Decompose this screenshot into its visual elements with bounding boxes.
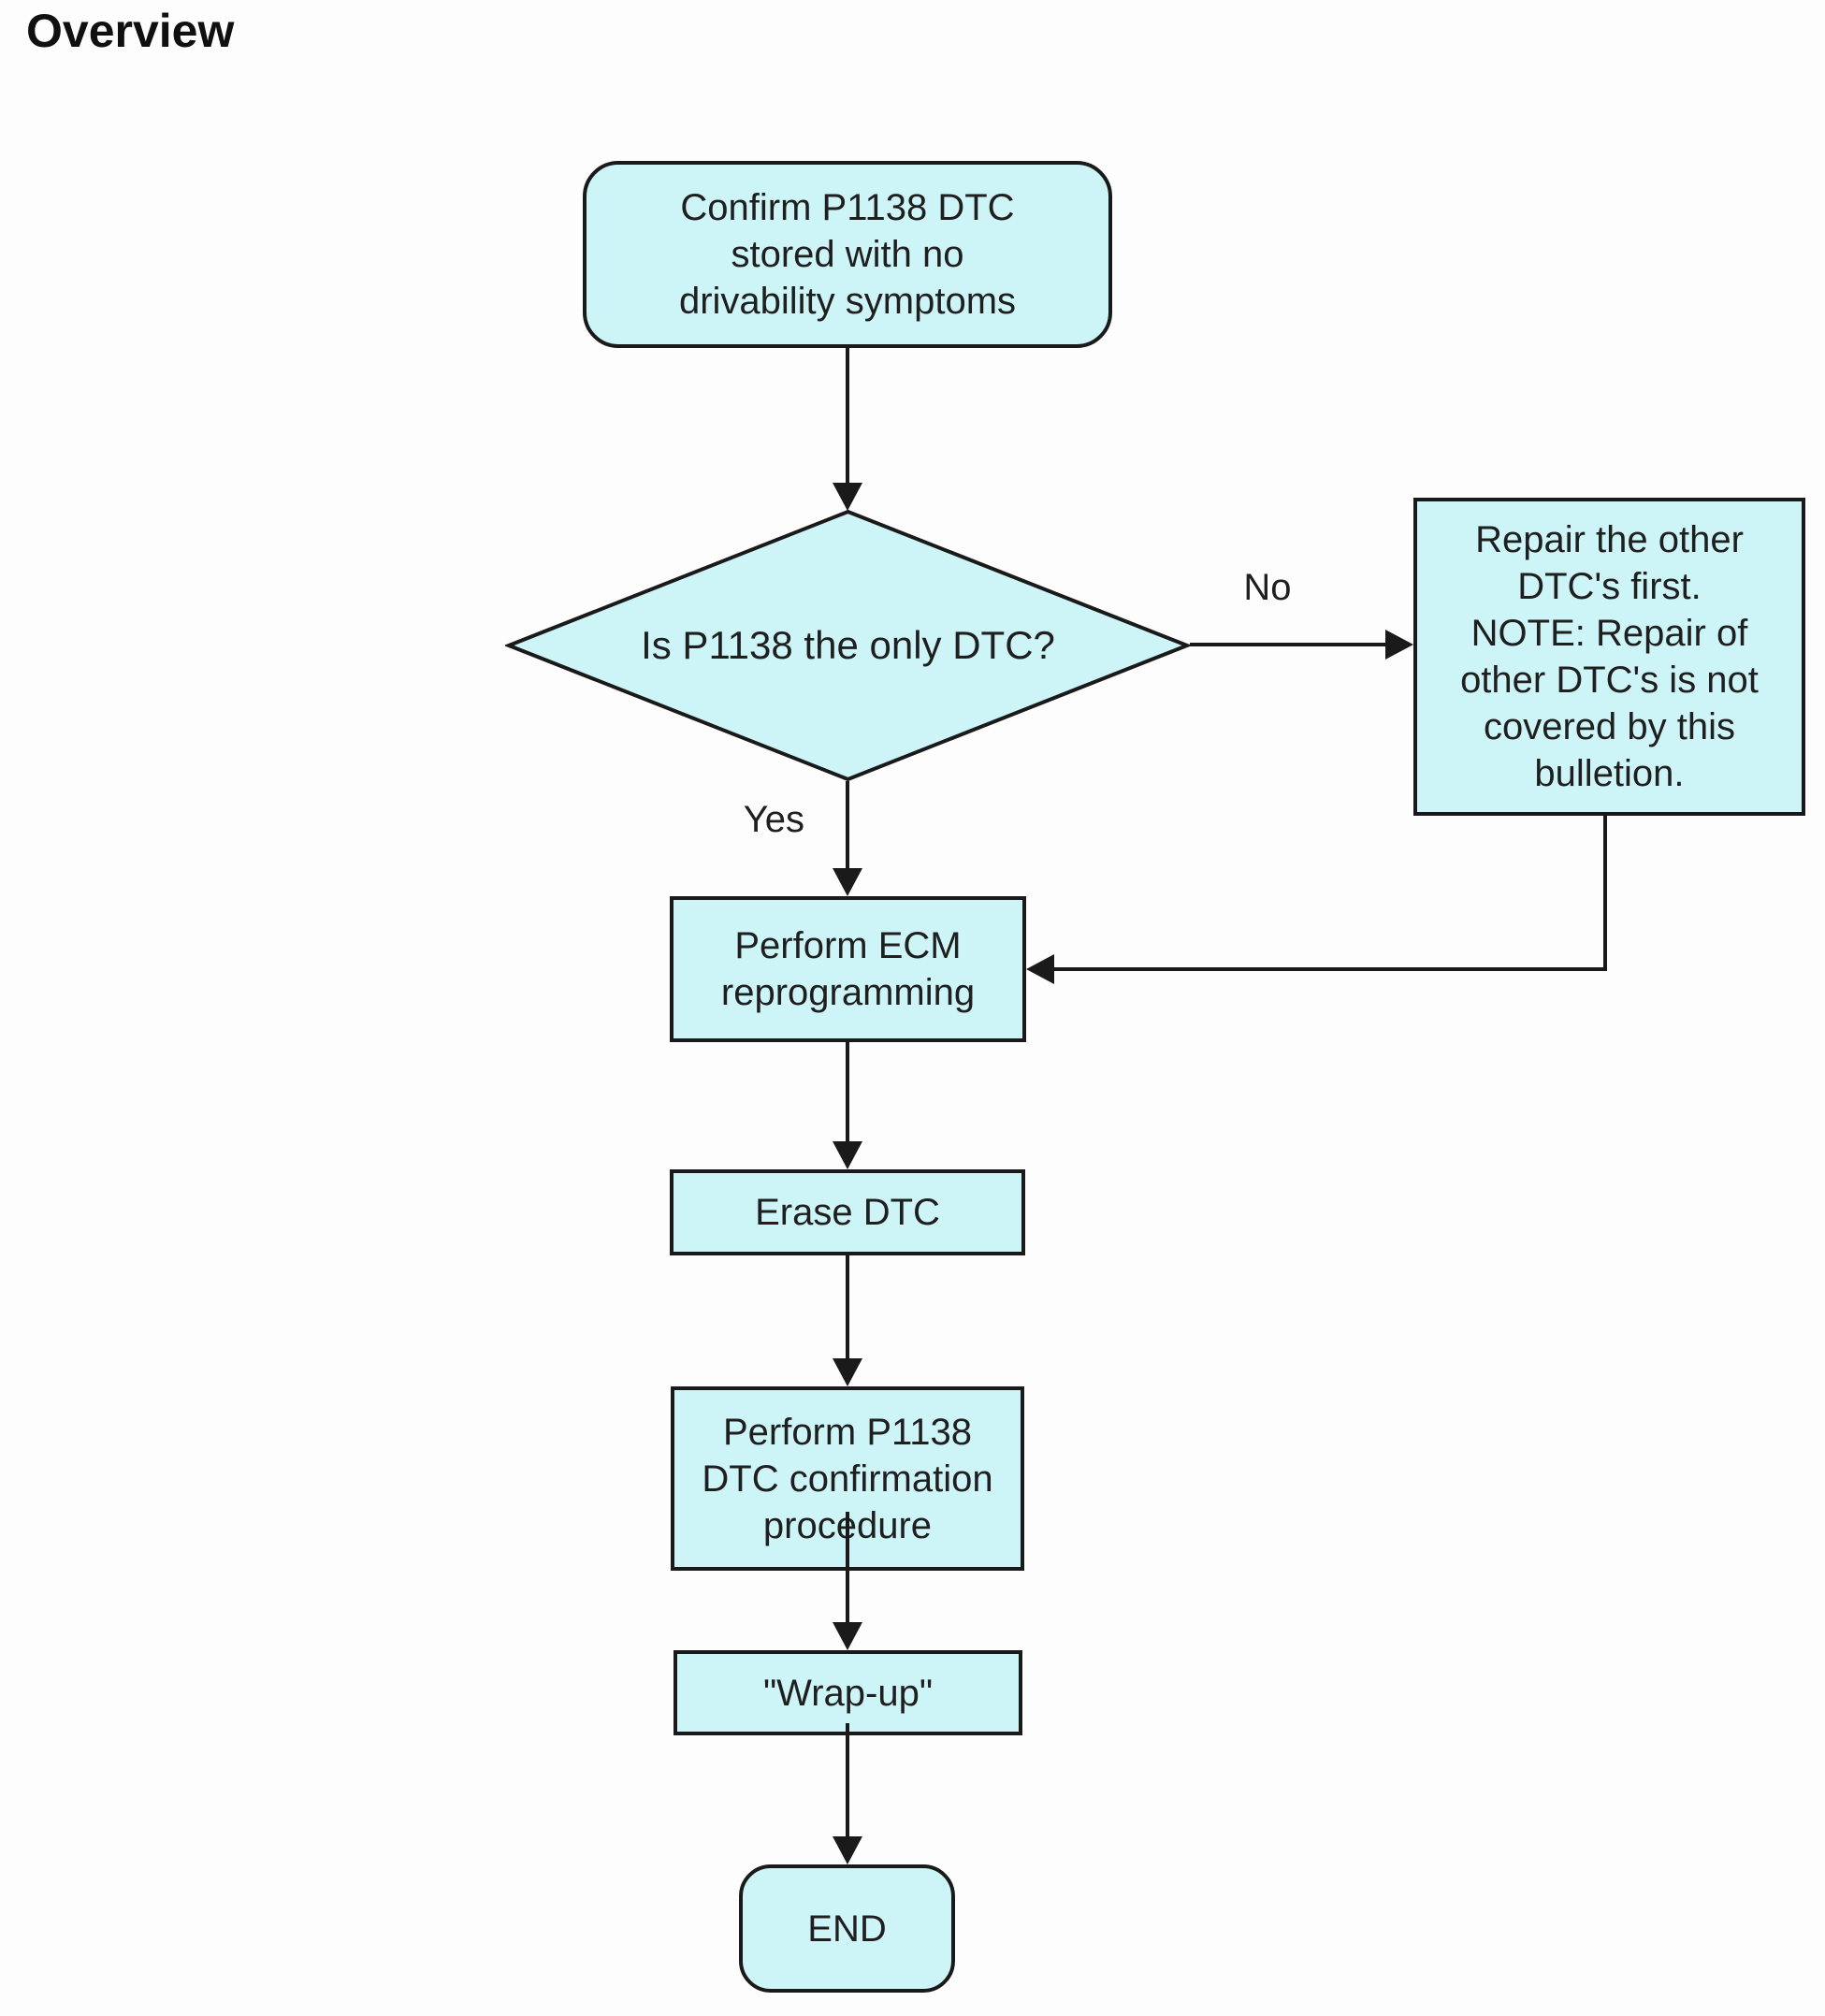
flow-node-wrapup: "Wrap-up"	[674, 1650, 1022, 1735]
arrowhead-down-icon	[833, 868, 862, 896]
arrowhead-down-icon	[833, 1358, 862, 1386]
edge-label-no: No	[1243, 567, 1292, 608]
arrowhead-down-icon	[833, 1836, 862, 1864]
connector-erase-to-confirm	[846, 1255, 849, 1360]
flow-node-decision: Is P1138 the only DTC?	[505, 510, 1191, 781]
flow-node-ecm: Perform ECM reprogramming	[670, 896, 1026, 1042]
connector-repair-drop	[1603, 814, 1607, 971]
arrowhead-down-icon	[833, 1622, 862, 1650]
connector-decision-to-ecm	[846, 781, 849, 870]
diamond-shape	[505, 510, 1191, 781]
edge-label-yes: Yes	[743, 799, 804, 840]
connector-start-to-decision	[846, 348, 849, 485]
arrowhead-right-icon	[1385, 630, 1413, 660]
connector-decision-to-repair	[1190, 643, 1385, 646]
flow-node-end: END	[739, 1864, 955, 1993]
connector-confirm-to-wrapup	[846, 1512, 849, 1624]
connector-wrapup-to-end	[846, 1723, 849, 1838]
flow-node-start: Confirm P1138 DTC stored with no drivabi…	[583, 161, 1112, 348]
arrowhead-down-icon	[833, 1141, 862, 1169]
flow-node-erase: Erase DTC	[670, 1169, 1025, 1255]
arrowhead-down-icon	[833, 483, 862, 511]
connector-ecm-to-erase	[846, 1042, 849, 1143]
page-title: Overview	[26, 5, 235, 57]
connector-repair-to-ecm	[1054, 967, 1607, 971]
arrowhead-left-icon	[1026, 954, 1054, 984]
flow-node-repair: Repair the other DTC's first. NOTE: Repa…	[1413, 498, 1805, 816]
decision-text: Is P1138 the only DTC?	[641, 623, 1055, 667]
